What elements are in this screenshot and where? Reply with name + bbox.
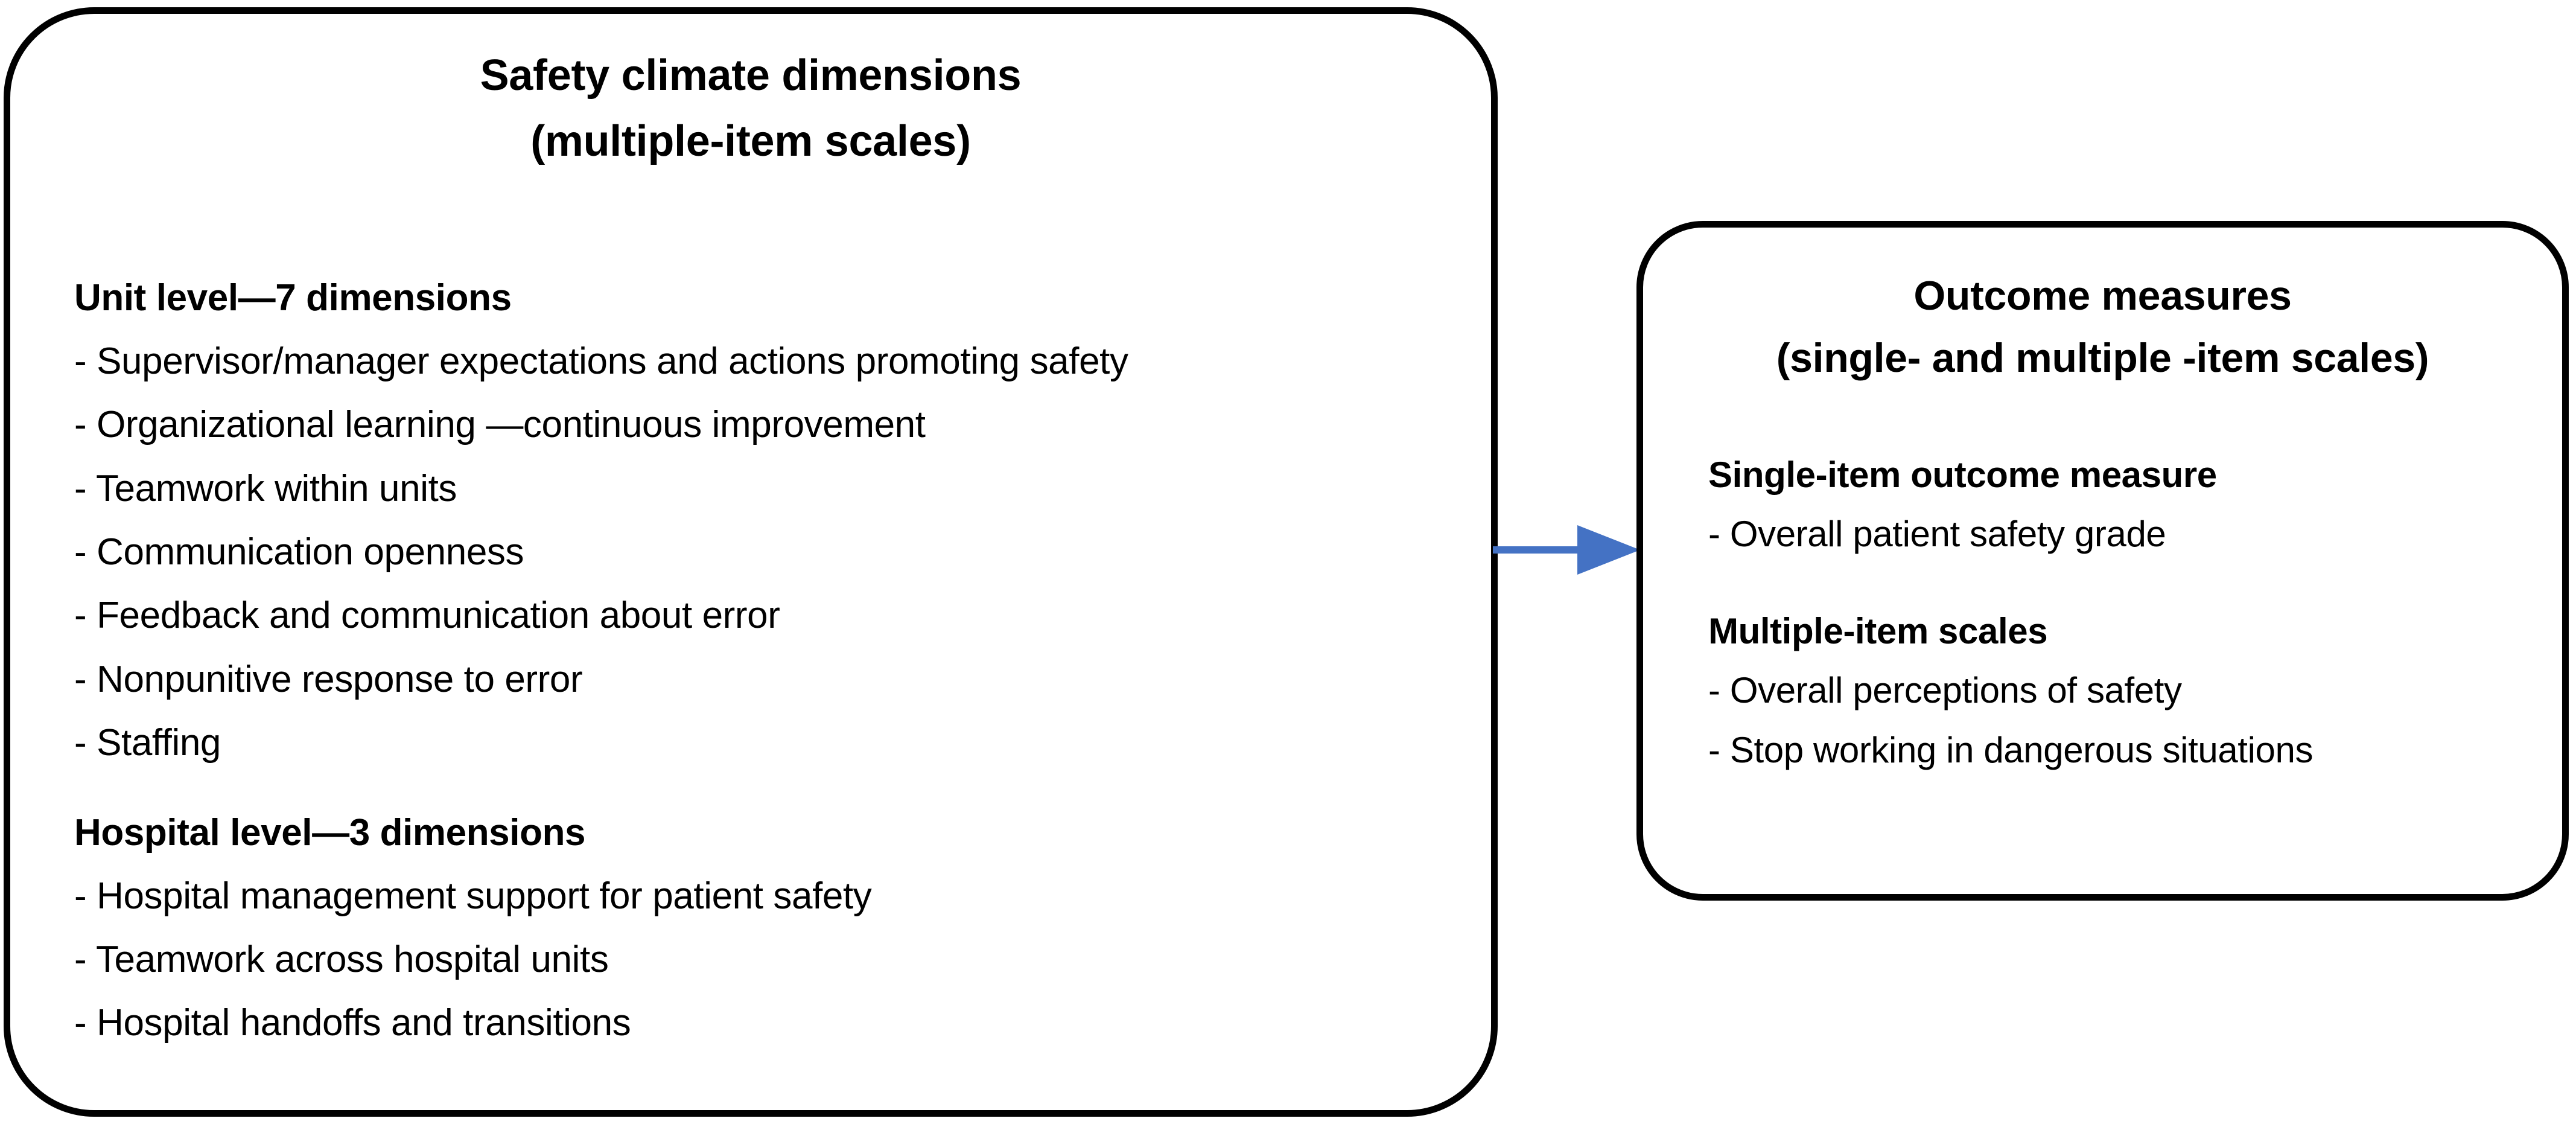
- list-item: - Organizational learning —continuous im…: [74, 404, 926, 446]
- right-box-body: Single-item outcome measure - Overall pa…: [1708, 457, 2520, 787]
- unit-level-group: Unit level—7 dimensions - Supervisor/man…: [74, 279, 1437, 767]
- multiple-item-scales-list: - Overall perceptions of safety - Stop w…: [1708, 668, 2520, 774]
- list-item: - Staffing: [74, 722, 221, 764]
- list-item: - Hospital handoffs and transitions: [74, 1002, 631, 1044]
- single-item-outcome-heading: Single-item outcome measure: [1708, 455, 2217, 495]
- right-box-title-line-1: Outcome measures: [1913, 273, 2292, 319]
- left-box-title-line-1: Safety climate dimensions: [480, 51, 1022, 100]
- list-item: - Overall patient safety grade: [1708, 514, 2166, 554]
- right-box-title: Outcome measures (single- and multiple -…: [1643, 265, 2562, 390]
- unit-level-heading: Unit level—7 dimensions: [74, 277, 512, 319]
- outcome-measures-box: Outcome measures (single- and multiple -…: [1636, 221, 2569, 901]
- hospital-level-group: Hospital level—3 dimensions - Hospital m…: [74, 814, 1437, 1047]
- connector-arrow-icon: [1493, 525, 1640, 575]
- list-item: - Supervisor/manager expectations and ac…: [74, 340, 1128, 382]
- left-box-title: Safety climate dimensions (multiple-item…: [10, 43, 1491, 175]
- list-item: - Stop working in dangerous situations: [1708, 729, 2314, 770]
- single-item-outcome-list: - Overall patient safety grade: [1708, 511, 2520, 558]
- right-box-title-line-2: (single- and multiple -item scales): [1776, 335, 2429, 381]
- list-item: - Communication openness: [74, 531, 524, 573]
- list-item: - Teamwork within units: [74, 467, 457, 509]
- safety-climate-dimensions-box: Safety climate dimensions (multiple-item…: [4, 7, 1498, 1117]
- hospital-level-heading: Hospital level—3 dimensions: [74, 811, 586, 854]
- list-item: - Teamwork across hospital units: [74, 938, 609, 980]
- unit-level-list: - Supervisor/manager expectations and ac…: [74, 337, 1437, 767]
- hospital-level-list: - Hospital management support for patien…: [74, 872, 1437, 1047]
- multiple-item-scales-heading: Multiple-item scales: [1708, 610, 2048, 651]
- single-item-outcome-group: Single-item outcome measure - Overall pa…: [1708, 457, 2520, 558]
- left-box-body: Unit level—7 dimensions - Supervisor/man…: [74, 279, 1437, 1047]
- list-item: - Nonpunitive response to error: [74, 658, 583, 700]
- list-item: - Overall perceptions of safety: [1708, 669, 2182, 710]
- left-box-title-line-2: (multiple-item scales): [530, 117, 971, 166]
- multiple-item-scales-group: Multiple-item scales - Overall perceptio…: [1708, 613, 2520, 774]
- list-item: - Hospital management support for patien…: [74, 875, 872, 917]
- list-item: - Feedback and communication about error: [74, 595, 780, 637]
